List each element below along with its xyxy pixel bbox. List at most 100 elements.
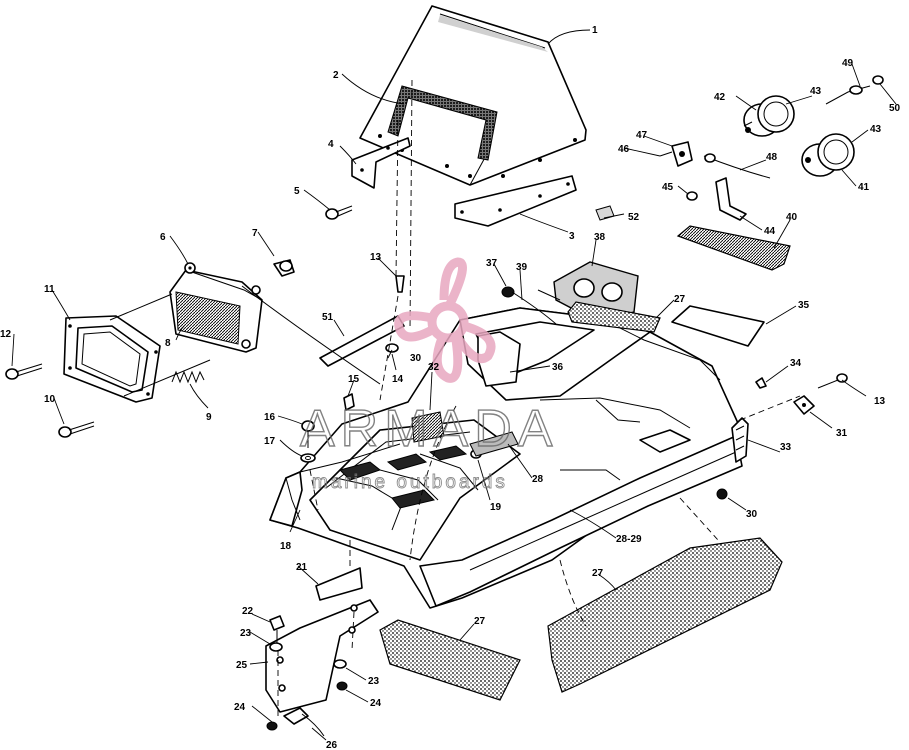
headlight-bulb-plug bbox=[273, 259, 295, 277]
callout-45: 45 bbox=[662, 182, 674, 193]
washer-23-left bbox=[269, 642, 283, 652]
nut-37 bbox=[501, 286, 515, 298]
screw-12 bbox=[5, 363, 43, 380]
callout-6: 6 bbox=[160, 232, 166, 243]
callout-39: 39 bbox=[516, 262, 528, 273]
bolt-16 bbox=[301, 420, 315, 448]
gauge-42 bbox=[743, 95, 795, 137]
callout-51: 51 bbox=[322, 312, 334, 323]
bracket-51 bbox=[319, 315, 405, 367]
foam-strip-top bbox=[567, 301, 661, 333]
screw-13-top bbox=[395, 275, 405, 293]
callout-27-top: 27 bbox=[674, 294, 686, 305]
nut-24-left bbox=[266, 721, 278, 731]
callout-3: 3 bbox=[569, 231, 575, 242]
watermark-tagline: marine outboards bbox=[312, 472, 508, 493]
armada-logo-icon bbox=[394, 257, 496, 383]
callout-31: 31 bbox=[836, 428, 848, 439]
callout-32: 32 bbox=[428, 362, 440, 373]
decal-28 bbox=[469, 431, 519, 457]
assembly-lines bbox=[109, 79, 801, 720]
headlight-housing bbox=[169, 262, 263, 353]
callout-43-bottom: 43 bbox=[870, 124, 882, 135]
callout-33: 33 bbox=[780, 442, 792, 453]
spring-9 bbox=[171, 370, 205, 384]
nut-30-right bbox=[716, 488, 728, 500]
callout-30-right: 30 bbox=[746, 509, 758, 520]
clip-26 bbox=[283, 707, 325, 737]
callout-24-right: 24 bbox=[370, 698, 382, 709]
callout-12: 12 bbox=[0, 329, 12, 340]
screw-5 bbox=[325, 205, 353, 220]
bolt-22 bbox=[269, 615, 285, 644]
callout-5: 5 bbox=[294, 186, 300, 197]
callout-23-right: 23 bbox=[368, 676, 380, 687]
callout-17: 17 bbox=[264, 436, 276, 447]
screw-13-right bbox=[817, 373, 848, 389]
watermark-brand: ARMADA bbox=[300, 400, 558, 458]
washer-45 bbox=[686, 191, 698, 201]
callout-46: 46 bbox=[618, 144, 630, 155]
windshield-bracket bbox=[351, 137, 411, 189]
callout-41: 41 bbox=[858, 182, 870, 193]
wire-48 bbox=[703, 153, 771, 179]
callout-16: 16 bbox=[264, 412, 276, 423]
callout-38: 38 bbox=[594, 232, 606, 243]
windshield-gasket bbox=[387, 85, 498, 161]
clip-15 bbox=[343, 393, 355, 411]
callout-52: 52 bbox=[628, 212, 640, 223]
foam-pad-small bbox=[379, 619, 521, 701]
callout-7: 7 bbox=[252, 228, 258, 239]
windshield bbox=[359, 5, 587, 186]
callout-49: 49 bbox=[842, 58, 854, 69]
callout-10: 10 bbox=[44, 394, 56, 405]
callout-34: 34 bbox=[790, 358, 802, 369]
washer-23-right bbox=[333, 659, 347, 669]
callout-48: 48 bbox=[766, 152, 778, 163]
deflector-strip bbox=[454, 175, 577, 227]
callout-26: 26 bbox=[326, 740, 338, 750]
pad-35 bbox=[671, 305, 765, 347]
callout-36: 36 bbox=[552, 362, 564, 373]
bracket-44 bbox=[715, 177, 747, 221]
screw-10 bbox=[58, 421, 95, 438]
callout-47: 47 bbox=[636, 130, 648, 141]
callout-15: 15 bbox=[348, 374, 360, 385]
callout-8: 8 bbox=[165, 338, 171, 349]
hood-body bbox=[269, 307, 743, 609]
gauge-41 bbox=[801, 133, 855, 177]
bracket-31 bbox=[793, 395, 815, 415]
leader-lines bbox=[11, 29, 897, 741]
callout-14: 14 bbox=[392, 374, 404, 385]
callout-28-29: 28-29 bbox=[616, 534, 642, 545]
callout-24-left: 24 bbox=[234, 702, 246, 713]
washer-17 bbox=[300, 453, 316, 463]
callout-22: 22 bbox=[242, 606, 254, 617]
callout-11: 11 bbox=[44, 284, 55, 295]
callout-9: 9 bbox=[206, 412, 212, 423]
callout-19: 19 bbox=[490, 502, 502, 513]
foam-pad-large bbox=[547, 537, 783, 693]
callout-40: 40 bbox=[786, 212, 798, 223]
callout-2: 2 bbox=[333, 70, 339, 81]
callout-1: 1 bbox=[592, 25, 598, 36]
switch-47 bbox=[659, 141, 693, 167]
callout-28: 28 bbox=[532, 474, 544, 485]
callout-30-center: 30 bbox=[410, 353, 422, 364]
callout-42: 42 bbox=[714, 92, 726, 103]
callout-13-right: 13 bbox=[874, 396, 886, 407]
headlight-bezel bbox=[63, 315, 161, 403]
callout-21: 21 bbox=[296, 562, 308, 573]
watermark: ARMADA marine outboards bbox=[299, 257, 558, 493]
plate-21 bbox=[315, 567, 363, 601]
callout-50: 50 bbox=[889, 103, 901, 114]
callout-labels: 1 2 3 4 5 6 7 8 9 10 11 12 13 13 14 15 1… bbox=[0, 25, 901, 750]
callout-35: 35 bbox=[798, 300, 810, 311]
callout-27-large: 27 bbox=[592, 568, 604, 579]
callout-18: 18 bbox=[280, 541, 292, 552]
panel-40 bbox=[676, 225, 791, 271]
callout-4: 4 bbox=[328, 139, 334, 150]
bracket-25 bbox=[265, 599, 379, 713]
